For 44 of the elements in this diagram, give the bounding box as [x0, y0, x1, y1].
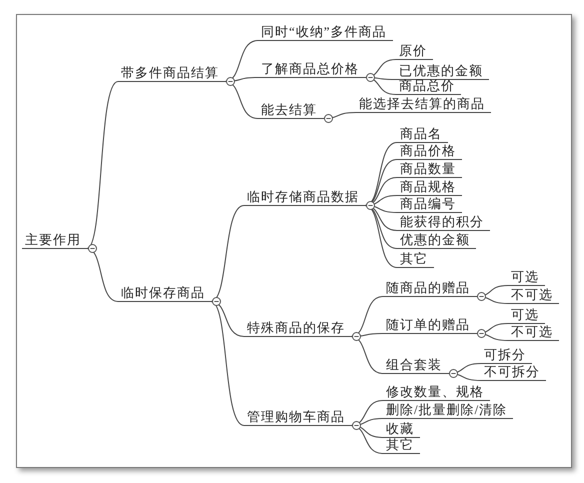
topic-label: 了解商品总价格 [258, 61, 365, 78]
topic-label: 主要作用 [22, 232, 87, 249]
branch-line [350, 336, 384, 374]
topic-label: 能去结算 [258, 102, 323, 119]
topic-label: 原价 [396, 43, 433, 60]
branch-line [86, 248, 118, 302]
branch-line [364, 205, 398, 268]
topic-label: 商品名 [397, 126, 448, 143]
topic-label: 随商品的赠品 [383, 280, 476, 297]
topic-label: 特殊商品的保存 [244, 320, 351, 337]
topic-label: 可选 [508, 307, 545, 324]
topic-label: 临时保存商品 [118, 285, 211, 302]
topic-label: 同时“收纳”多件商品 [258, 24, 393, 41]
branch-line [476, 296, 508, 304]
topic-label: 商品编号 [397, 196, 462, 213]
topic-label: 删除/批量删除/清除 [383, 402, 514, 419]
topic-label: 商品数量 [397, 161, 462, 178]
topic-label: 带多件商品结算 [118, 65, 225, 82]
topic-label: 优惠的金额 [397, 232, 476, 249]
branch-line [350, 425, 384, 454]
topic-label: 不可选 [508, 324, 559, 341]
topic-label: 不可拆分 [481, 364, 546, 381]
topic-label: 能获得的积分 [397, 214, 490, 231]
topic-label: 其它 [397, 251, 434, 268]
branch-line [210, 301, 244, 426]
topic-label: 已优惠的金额 [396, 63, 489, 80]
topic-label: 能选择去结算的商品 [356, 96, 491, 113]
topic-label: 商品总价 [396, 78, 461, 95]
topic-label: 其它 [383, 437, 420, 454]
branch-line [364, 77, 396, 95]
topic-label: 临时存储商品数据 [244, 189, 365, 206]
topic-label: 可拆分 [481, 347, 532, 364]
branch-line [476, 333, 508, 341]
topic-label: 可选 [508, 269, 545, 286]
topic-label: 修改数量、规格 [383, 384, 490, 401]
topic-label: 管理购物车商品 [244, 409, 351, 426]
topic-label: 收藏 [383, 421, 420, 438]
topic-label: 不可选 [508, 287, 559, 304]
topic-label: 组合套装 [383, 357, 448, 374]
topic-label: 商品规格 [397, 179, 462, 196]
branch-line [448, 373, 482, 381]
topic-label: 随订单的赠品 [383, 317, 476, 334]
branch-line [224, 81, 258, 119]
topic-label: 商品价格 [397, 143, 462, 160]
